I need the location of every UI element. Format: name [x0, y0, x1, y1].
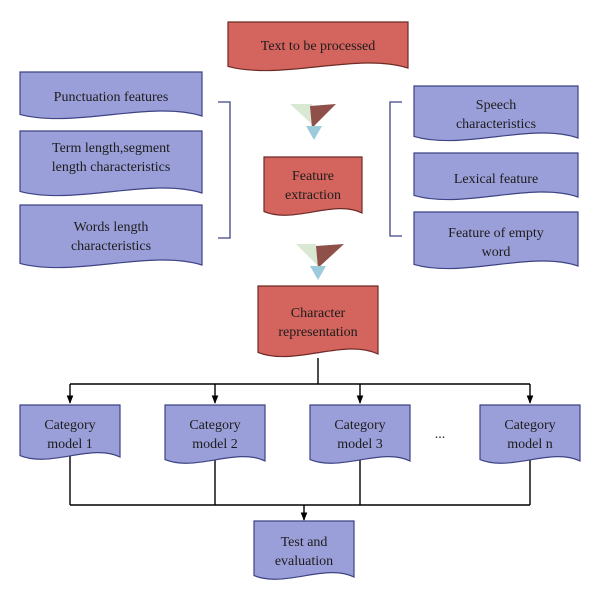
node-label-punctuation-line-1: Punctuation features	[54, 90, 169, 105]
node-label-speech-line-2: characteristics	[456, 117, 536, 132]
node-test-evaluation: Test and evaluation	[253, 520, 355, 580]
node-label-test-evaluation-line-1: Test and	[281, 535, 328, 550]
node-shape-input-text	[227, 21, 409, 72]
funnel-arrow-middle	[296, 244, 344, 280]
node-label-lexical-line-1: Lexical feature	[454, 172, 538, 187]
node-label-speech-line-1: Speech	[476, 98, 516, 113]
node-label-empty-word-line-2: word	[482, 245, 511, 260]
node-label-feature-extraction-line-2: extraction	[285, 188, 341, 203]
node-words-length: Words length characteristics	[19, 204, 203, 269]
brackets	[218, 101, 402, 239]
node-shape-character-representation	[257, 285, 379, 358]
node-term-length: Term length,segment length characteristic…	[19, 130, 203, 197]
node-character-representation: Character representation	[257, 285, 379, 358]
right-bracket	[389, 101, 402, 237]
node-empty-word: Feature of empty word	[413, 211, 579, 270]
node-lexical: Lexical feature	[413, 152, 579, 201]
node-label-input-text-line-1: Text to be processed	[261, 39, 375, 54]
node-label-term-length-line-2: length characteristics	[52, 160, 171, 175]
node-label-model-1-line-1: Category	[44, 418, 95, 433]
funnel-arrow-top	[290, 104, 336, 140]
node-label-model-2-line-2: model 2	[192, 437, 238, 452]
node-shape-speech	[413, 85, 579, 142]
node-shape-punctuation	[19, 71, 203, 120]
node-shape-test-evaluation	[253, 520, 355, 580]
node-model-3: Category model 3	[309, 404, 411, 464]
connectors	[66, 358, 534, 521]
node-speech: Speech characteristics	[413, 85, 579, 142]
node-label-model-3-line-2: model 3	[337, 437, 383, 452]
node-label-model-n-line-2: model n	[507, 437, 553, 452]
node-shape-model-2	[164, 404, 266, 464]
node-shape-model-n	[479, 404, 581, 464]
node-model-n: Category model n	[479, 404, 581, 464]
left-bracket	[218, 101, 231, 239]
node-model-2: Category model 2	[164, 404, 266, 464]
node-shape-feature-extraction	[263, 156, 363, 216]
node-label-model-3-line-1: Category	[334, 418, 385, 433]
node-shape-lexical	[413, 152, 579, 201]
node-shape-term-length	[19, 130, 203, 197]
node-label-model-2-line-1: Category	[189, 418, 240, 433]
node-label-test-evaluation-line-2: evaluation	[275, 554, 333, 569]
node-input-text: Text to be processed	[227, 21, 409, 72]
node-label-model-1-line-2: model 1	[47, 437, 93, 452]
node-model-1: Category model 1	[19, 404, 121, 460]
node-punctuation: Punctuation features	[19, 71, 203, 120]
node-feature-extraction: Feature extraction	[263, 156, 363, 216]
node-label-empty-word-line-1: Feature of empty	[448, 226, 544, 241]
node-label-character-representation-line-1: Character	[291, 306, 346, 321]
node-label-character-representation-line-2: representation	[278, 325, 357, 340]
node-label-model-n-line-1: Category	[504, 418, 555, 433]
node-label-feature-extraction-line-1: Feature	[292, 169, 334, 184]
node-shape-empty-word	[413, 211, 579, 270]
node-shape-model-3	[309, 404, 411, 464]
node-label-term-length-line-1: Term length,segment	[52, 141, 170, 156]
node-shape-words-length	[19, 204, 203, 269]
node-shape-model-1	[19, 404, 121, 460]
node-label-words-length-line-1: Words length	[74, 220, 149, 235]
node-label-words-length-line-2: characteristics	[71, 239, 151, 254]
ellipsis-text: ...	[435, 427, 446, 442]
